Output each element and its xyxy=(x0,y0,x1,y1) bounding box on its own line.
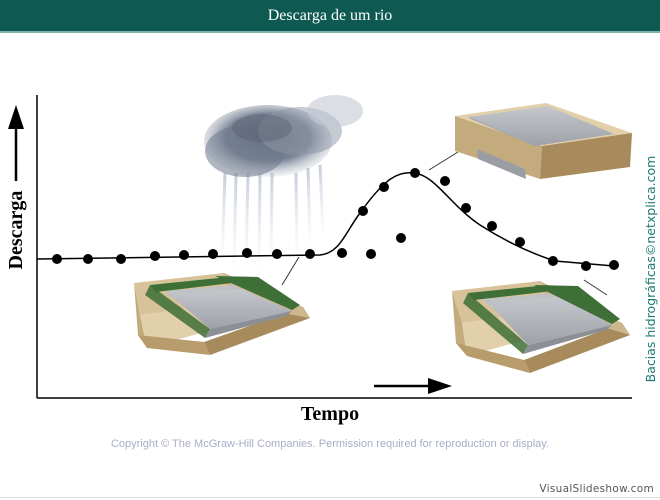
hydrograph-point xyxy=(150,251,160,261)
channel-block-before-icon xyxy=(134,273,310,355)
storm-cloud-icon xyxy=(204,95,363,270)
x-axis-arrow xyxy=(374,378,452,394)
hydrograph-point xyxy=(337,248,347,258)
hydrograph-points xyxy=(52,168,619,271)
hydrograph-point xyxy=(272,249,282,259)
hydrograph-point xyxy=(440,176,450,186)
hydrograph-curve xyxy=(36,171,615,267)
hydrograph-diagram xyxy=(8,95,632,399)
footer-divider xyxy=(0,497,660,498)
copyright-notice: Copyright © The McGraw-Hill Companies. P… xyxy=(110,438,550,450)
hydrograph-point xyxy=(208,249,218,259)
side-credit: Bacias hidrográficas©netxplica.com xyxy=(643,155,658,383)
axes xyxy=(36,95,632,399)
hydrograph-point xyxy=(83,254,93,264)
hydrograph-point xyxy=(305,249,315,259)
y-axis-arrow xyxy=(8,105,24,181)
header-divider xyxy=(0,31,660,33)
channel-block-after-icon xyxy=(452,281,630,373)
hydrograph-point xyxy=(179,250,189,260)
hydrograph-point xyxy=(242,248,252,258)
x-axis-label: Tempo xyxy=(300,403,360,425)
hydrograph-point xyxy=(548,256,558,266)
channel-block-peak-icon xyxy=(455,103,632,179)
hydrograph-point xyxy=(116,254,126,264)
hydrograph-point xyxy=(410,168,420,178)
hydrograph-point xyxy=(461,203,471,213)
slide-title: Descarga de um rio xyxy=(0,0,660,31)
y-axis-label: Descarga xyxy=(5,190,27,270)
connector-lines xyxy=(281,151,608,296)
hydrograph-point xyxy=(52,254,62,264)
hydrograph-point xyxy=(515,237,525,247)
hydrograph-point xyxy=(609,260,619,270)
hydrograph-point xyxy=(358,206,368,216)
hydrograph-point xyxy=(396,233,406,243)
watermark: VisualSlideshow.com xyxy=(539,483,654,495)
hydrograph-point xyxy=(581,261,591,271)
hydrograph-point xyxy=(487,221,497,231)
hydrograph-point xyxy=(379,182,389,192)
hydrograph-point xyxy=(366,249,376,259)
